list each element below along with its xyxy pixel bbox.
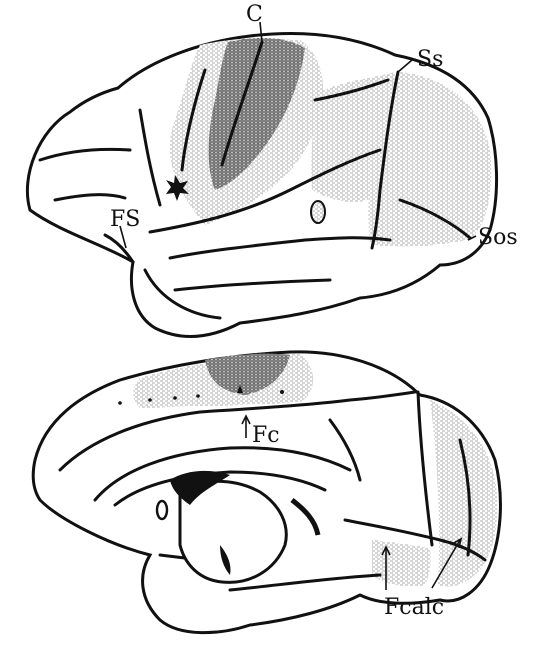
dot xyxy=(118,401,122,405)
dot xyxy=(148,398,152,402)
medial-view: Fc Fcalc xyxy=(33,352,500,633)
dot xyxy=(196,394,200,398)
insular-spot xyxy=(311,201,325,223)
label-fcalc: Fcalc xyxy=(384,595,444,620)
label-fs: FS xyxy=(110,207,140,232)
dot xyxy=(173,396,177,400)
lateral-view: C Ss FS Sos xyxy=(27,2,517,336)
label-sos: Sos xyxy=(478,225,518,250)
dot xyxy=(280,390,284,394)
label-c: C xyxy=(246,2,263,27)
label-ss: Ss xyxy=(417,47,443,72)
calcarine-inner-area xyxy=(372,540,431,586)
label-fc: Fc xyxy=(252,423,280,448)
